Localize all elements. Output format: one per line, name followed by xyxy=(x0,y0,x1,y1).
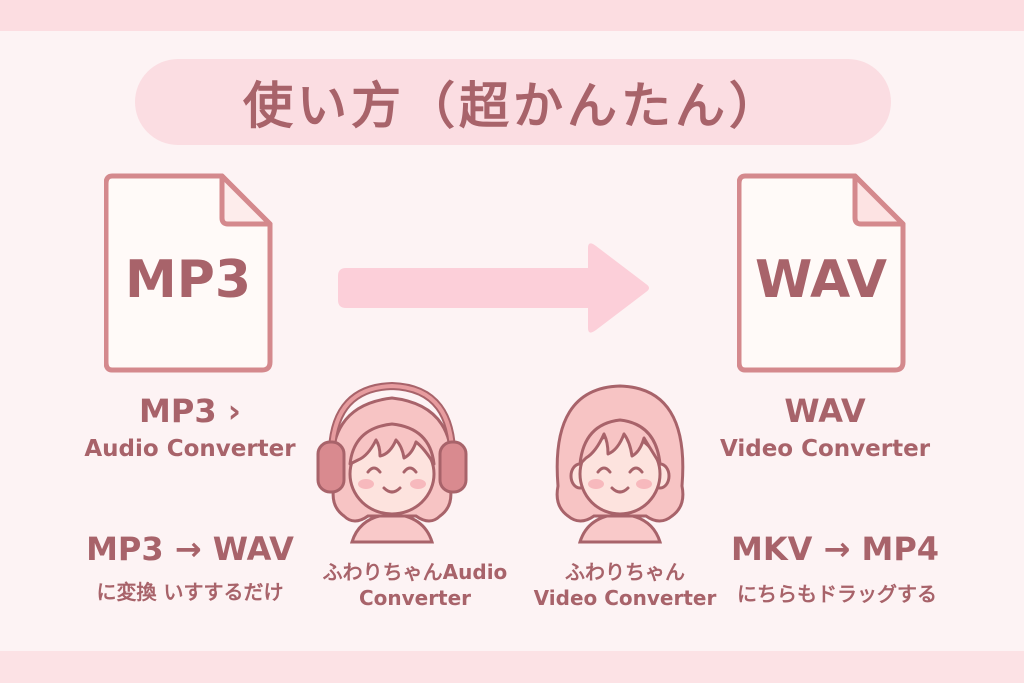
wav-file-icon: WAV xyxy=(737,172,906,373)
bottom-band xyxy=(0,651,1024,683)
right-instruction-conversion: MKV → MP4 xyxy=(730,530,940,568)
left-caption-format: MP3 › xyxy=(139,392,241,430)
left-character-name: ふわりちゃんAudio xyxy=(322,560,508,584)
right-instruction-text: にちらもドラッグする xyxy=(737,582,937,606)
left-instruction-text: に変換 いすするだけ xyxy=(96,580,284,604)
headphone-girl-avatar xyxy=(316,381,468,544)
right-character-subtitle: Video Converter xyxy=(533,586,717,610)
file-ext-label: MP3 xyxy=(124,250,252,310)
top-band xyxy=(0,0,1024,31)
arrow-right-icon xyxy=(338,243,649,333)
right-caption-format: WAV xyxy=(784,392,866,430)
girl-avatar xyxy=(555,384,685,544)
mp3-file-icon: MP3 xyxy=(104,172,273,373)
title-banner: 使い方（超かんたん） xyxy=(135,59,891,145)
right-character-name: ふわりちゃん xyxy=(565,560,685,584)
right-caption-app: Video Converter xyxy=(719,436,931,462)
page-title: 使い方（超かんたん） xyxy=(243,77,783,135)
file-ext-label: WAV xyxy=(755,250,887,310)
left-character-subtitle: Converter xyxy=(358,586,472,610)
left-caption-app: Audio Converter xyxy=(84,436,296,462)
left-instruction-conversion: MP3 → WAV xyxy=(86,530,294,568)
